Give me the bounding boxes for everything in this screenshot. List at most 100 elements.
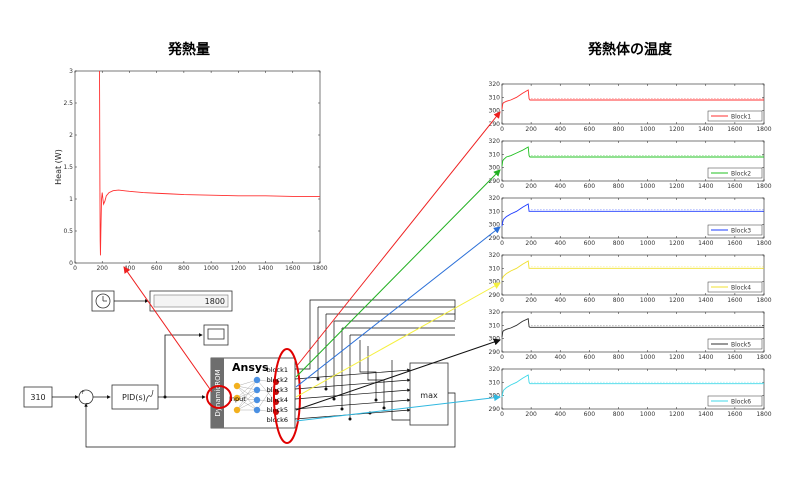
block4-ytick-label: 290 xyxy=(489,292,501,299)
block5-xtick-label: 1200 xyxy=(669,354,684,361)
block2-ytick-label: 320 xyxy=(489,138,501,145)
block1-xtick-label: 1000 xyxy=(640,126,655,133)
heat-ytick-label: 3 xyxy=(69,68,73,75)
block2-xtick-label: 0 xyxy=(500,183,504,190)
block3-xtick-label: 600 xyxy=(584,240,596,247)
block1-xtick-label: 1800 xyxy=(756,126,771,133)
input-highlight xyxy=(206,385,232,409)
constant-value: 310 xyxy=(30,393,45,402)
heat-xtick-label: 1000 xyxy=(203,265,218,272)
block1-ytick-label: 290 xyxy=(489,121,501,128)
block6-xtick-label: 1400 xyxy=(698,411,713,418)
clock-display-value: 1800 xyxy=(205,297,225,306)
heat-ytick-label: 2.5 xyxy=(63,100,73,107)
block1-legend xyxy=(707,110,763,122)
heat-ytick-label: 0.5 xyxy=(63,228,73,235)
block3-xtick-label: 0 xyxy=(500,240,504,247)
block6-xtick-label: 800 xyxy=(613,411,625,418)
block5-ytick-label: 290 xyxy=(489,349,501,356)
block6-link-arrow xyxy=(295,394,501,422)
block4-legend-label: Block4 xyxy=(731,285,751,292)
heat-title: 発熱量 xyxy=(168,42,210,58)
block2-legend xyxy=(707,167,763,179)
block3-ytick-label: 300 xyxy=(489,222,501,229)
block1-series-line xyxy=(501,89,764,110)
link-arrows xyxy=(123,111,501,422)
max-block[interactable]: max xyxy=(409,362,449,426)
block3-legend xyxy=(707,224,763,236)
block1-xtick-label: 0 xyxy=(500,126,504,133)
block1-xtick-label: 600 xyxy=(584,126,596,133)
block5-xtick-label: 800 xyxy=(613,354,625,361)
block6-xtick-label: 1800 xyxy=(756,411,771,418)
clock-block[interactable] xyxy=(91,290,115,312)
outputs-highlight xyxy=(273,348,301,444)
block6-legend-label: Block6 xyxy=(731,399,751,406)
block5-ytick-label: 320 xyxy=(489,309,501,316)
block4-legend xyxy=(707,281,763,293)
clock-display-block[interactable]: 1800 xyxy=(149,290,233,312)
temperature-title: 発熱体の温度 xyxy=(588,42,672,58)
dynamic-rom-block[interactable]: DynamicROM Ansys xyxy=(210,357,296,429)
block2-ytick-label: 310 xyxy=(489,151,501,158)
heat-ytick-label: 0 xyxy=(69,260,73,267)
block5-legend-label: Block5 xyxy=(731,342,751,349)
output-port-1: block1 xyxy=(267,366,288,374)
block3-xtick-label: 1200 xyxy=(669,240,684,247)
heat-ytick-label: 1 xyxy=(69,196,73,203)
block6-series-line xyxy=(501,374,764,398)
heat-plot-area xyxy=(74,70,321,264)
block6-xtick-label: 0 xyxy=(500,411,504,418)
block2-ytick-label: 290 xyxy=(489,178,501,185)
block3-xtick-label: 1800 xyxy=(756,240,771,247)
block6-xtick-label: 1200 xyxy=(669,411,684,418)
scope-block[interactable] xyxy=(203,324,229,346)
max-label: max xyxy=(420,391,438,400)
block1-xtick-label: 1200 xyxy=(669,126,684,133)
block4-xtick-label: 1800 xyxy=(756,297,771,304)
block1-xtick-label: 200 xyxy=(525,126,537,133)
output-port-3: block3 xyxy=(267,386,288,394)
heat-xtick-label: 800 xyxy=(178,265,190,272)
block5-link-arrow xyxy=(295,338,501,411)
block3-ytick-label: 290 xyxy=(489,235,501,242)
block6-xtick-label: 1600 xyxy=(727,411,742,418)
block4-xtick-label: 1400 xyxy=(698,297,713,304)
block2-link-arrow xyxy=(295,169,501,378)
constant-block[interactable]: 310 xyxy=(23,386,53,408)
block6-ytick-label: 310 xyxy=(489,379,501,386)
block1-xtick-label: 1600 xyxy=(727,126,742,133)
block6-xtick-label: 400 xyxy=(554,411,566,418)
output-port-4: block4 xyxy=(267,396,288,404)
block5-xtick-label: 600 xyxy=(584,354,596,361)
block3-series-line xyxy=(501,203,764,227)
block3-link-arrow xyxy=(295,226,501,388)
heat-series-line xyxy=(99,70,320,256)
heat-ylabel: Heat (W) xyxy=(54,149,63,185)
block4-link-arrow xyxy=(295,282,501,398)
block4-xtick-label: 400 xyxy=(554,297,566,304)
block2-xtick-label: 1200 xyxy=(669,183,684,190)
ansys-logo: Ansys xyxy=(232,361,269,374)
block2-xtick-label: 600 xyxy=(584,183,596,190)
block3-xtick-label: 1000 xyxy=(640,240,655,247)
block2-xtick-label: 200 xyxy=(525,183,537,190)
block6-ytick-label: 320 xyxy=(489,366,501,373)
block5-ytick-label: 310 xyxy=(489,322,501,329)
block2-xtick-label: 1400 xyxy=(698,183,713,190)
block1-link-arrow xyxy=(295,111,501,368)
block1-xtick-label: 800 xyxy=(613,126,625,133)
heat-xtick-label: 1600 xyxy=(285,265,300,272)
block4-ytick-label: 320 xyxy=(489,252,501,259)
block3-xtick-label: 1600 xyxy=(727,240,742,247)
pid-block[interactable]: PID(s) xyxy=(111,384,159,410)
block2-xtick-label: 400 xyxy=(554,183,566,190)
block3-legend-label: Block3 xyxy=(731,228,751,235)
block1-legend-label: Block1 xyxy=(731,114,751,121)
block5-xtick-label: 200 xyxy=(525,354,537,361)
